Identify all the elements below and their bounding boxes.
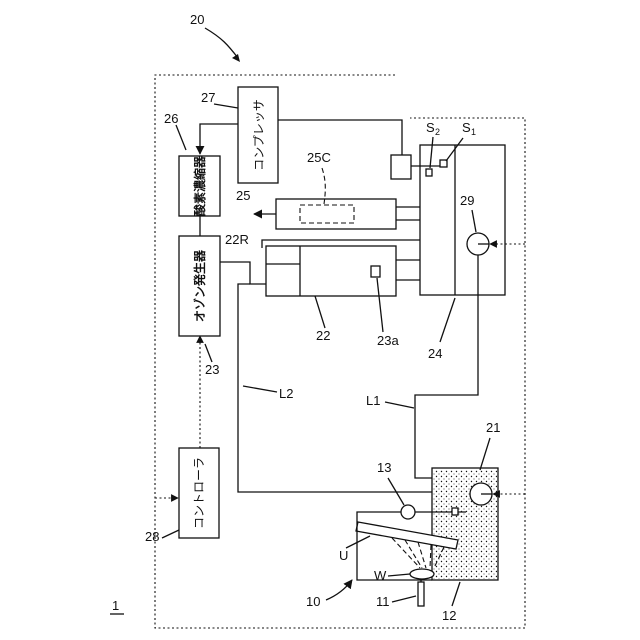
nozzle-11-leader: [392, 596, 416, 602]
ozone-generator-ref: 23: [205, 362, 219, 377]
vessel-25-to-tank-lines: [396, 207, 420, 220]
substrate-unit-ref: 10: [306, 594, 320, 609]
system-ref: 1: [112, 598, 119, 613]
unit-20-leader: [205, 28, 238, 58]
vessel-25-box: [276, 199, 396, 229]
vessel-22-ref: 22: [316, 328, 330, 343]
sensor-s2-valve: [426, 169, 432, 176]
vessel-22-port-ref: 22R: [225, 232, 249, 247]
ozone-generator-name: オゾン発生器: [192, 249, 207, 322]
line-l1-leader: [385, 402, 414, 408]
oxygen-concentrator-name: 酸素濃縮器: [192, 155, 207, 216]
tank-21-leader: [480, 438, 490, 470]
sensor-23a: [371, 266, 380, 277]
tank-24-ref: 24: [428, 346, 442, 361]
lamp-u-leader: [346, 536, 370, 548]
valve-13-ref: 13: [377, 460, 391, 475]
vessel-22-leader: [315, 296, 325, 328]
sensor-s2-sub: 2: [435, 127, 440, 137]
vessel-25-inner-ref: 25C: [307, 150, 331, 165]
lamp-u-ref: U: [339, 548, 348, 563]
tank-21-outlet: [452, 508, 458, 515]
substrate-w-leader: [388, 574, 410, 576]
ozone-generator-ref-leader: [205, 344, 212, 362]
substrate-w-ref: W: [374, 568, 387, 583]
compressor-name: コンプレッサ: [252, 99, 266, 171]
controller-name: コントローラ: [192, 457, 206, 529]
valve-13: [401, 505, 415, 519]
controller-ref: 28: [145, 529, 159, 544]
tank-24-leader: [440, 298, 455, 342]
sensor-s1-label: S: [462, 120, 471, 135]
unit-20-label: 20: [190, 12, 204, 27]
oxygen-concentrator-ref: 26: [164, 111, 178, 126]
sensor-s2-body: [391, 155, 411, 179]
line-l2: [238, 284, 466, 492]
vessel-22-to-tank-lines: [396, 260, 420, 280]
sensor-s1-valve: [440, 160, 447, 167]
vessel-25-ref: 25: [236, 188, 250, 203]
basin-12-leader: [452, 582, 460, 606]
controller-ref-leader: [162, 530, 179, 538]
substrate-unit-leader: [326, 580, 352, 600]
oxygen-concentrator-ref-leader: [176, 125, 186, 150]
pump-29-ref: 29: [460, 193, 474, 208]
compressor-ref-leader: [214, 104, 238, 108]
compressor-ref: 27: [201, 90, 215, 105]
nozzle-11: [418, 582, 424, 606]
compressor-to-concentrator-line: [200, 124, 238, 154]
substrate-w: [410, 569, 434, 579]
line-l2-leader: [243, 386, 277, 392]
tank-21-ref: 21: [486, 420, 500, 435]
sensor-23a-ref: 23a: [377, 333, 399, 348]
sensor-s2-label: S: [426, 120, 435, 135]
sensor-s1-sub: 1: [471, 127, 476, 137]
line-l1-label: L1: [366, 393, 380, 408]
basin-12-ref: 12: [442, 608, 456, 623]
tank-24-box: [420, 145, 505, 295]
nozzle-11-ref: 11: [376, 594, 390, 609]
compressor-to-s2-line: [278, 120, 402, 155]
line-l2-label: L2: [279, 386, 293, 401]
